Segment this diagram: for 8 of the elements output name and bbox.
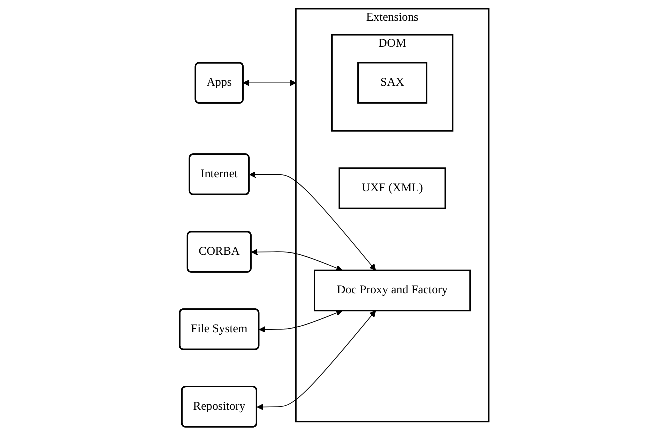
arrow: [251, 249, 342, 272]
node-box: Doc Proxy and Factory: [314, 270, 471, 312]
arrow: [256, 310, 376, 410]
arrow: [242, 80, 296, 86]
arrow: [249, 172, 376, 271]
node-box: UXF (XML): [338, 168, 446, 210]
node-box: SAX: [357, 62, 428, 104]
arrow: [258, 310, 342, 333]
